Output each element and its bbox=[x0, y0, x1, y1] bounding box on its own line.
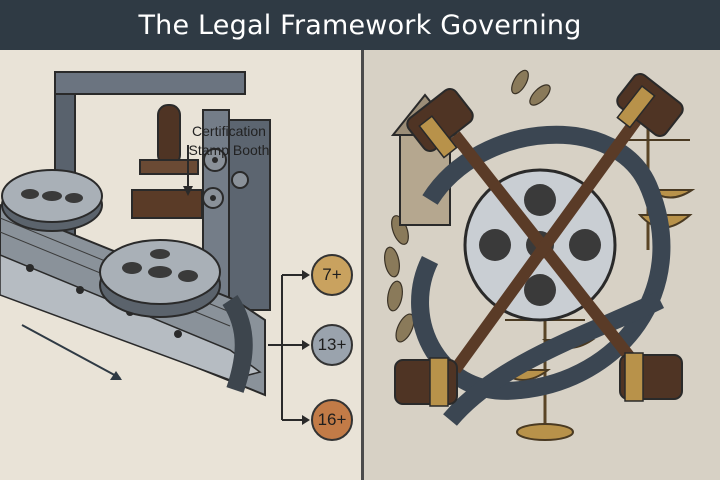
rating-branch-arrows bbox=[268, 274, 302, 421]
rubber-stamp-icon bbox=[131, 104, 203, 219]
legal-emblem-panel bbox=[364, 50, 720, 480]
title-bar: The Legal Framework Governing bbox=[0, 0, 720, 50]
gavel-icon bbox=[619, 352, 683, 402]
conveyor-illustration bbox=[0, 71, 310, 425]
rating-badge-label: 7+ bbox=[322, 265, 342, 284]
gavel-icon bbox=[450, 72, 684, 374]
rating-badge-13plus: 13+ bbox=[311, 324, 353, 366]
rating-badge-label: 13+ bbox=[317, 335, 347, 354]
conveyor-illustration-panel: Certification Stamp Booth 7+ 13+ 16+ bbox=[0, 50, 361, 480]
rating-badge-16plus: 16+ bbox=[311, 399, 353, 441]
booth-label-line: Certification bbox=[192, 123, 266, 139]
direction-arrow-icon bbox=[21, 324, 122, 380]
rating-badge-7plus: 7+ bbox=[311, 254, 353, 296]
gear-icon bbox=[202, 187, 224, 209]
page-title: The Legal Framework Governing bbox=[138, 9, 582, 41]
legal-emblem-illustration bbox=[384, 69, 696, 441]
film-strip bbox=[222, 295, 253, 393]
booth-label-line: Stamp Booth bbox=[188, 142, 270, 158]
gear-icon bbox=[203, 148, 227, 172]
panel-divider bbox=[361, 50, 364, 480]
film-reel-icon bbox=[99, 239, 221, 318]
film-reel-icon bbox=[1, 169, 103, 232]
gavel-icon bbox=[394, 357, 458, 407]
rating-badge-label: 16+ bbox=[317, 410, 347, 429]
booth-label: Certification Stamp Booth bbox=[170, 122, 288, 160]
gear-icon bbox=[231, 171, 249, 189]
